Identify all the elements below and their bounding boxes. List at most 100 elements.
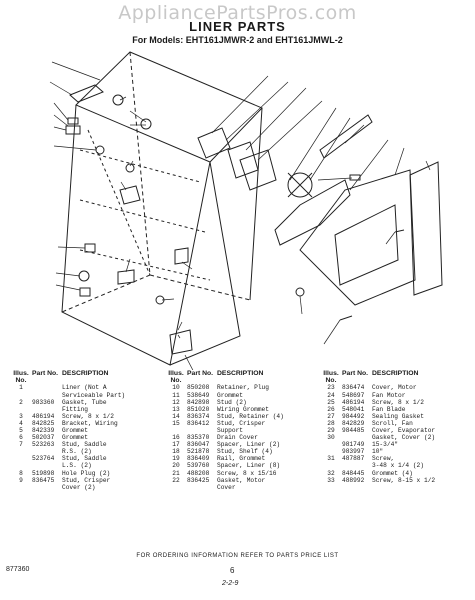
illus-no [10,448,32,455]
illus-no: 33 [327,476,335,484]
part-no: 850208 [187,384,210,392]
part-rail-grommet [169,329,193,355]
description: L.S. (2) [62,462,92,470]
ordering-note: FOR ORDERING INFORMATION REFER TO PARTS … [136,553,339,559]
description: Stud, Crisper [217,419,266,427]
description: Hole Plug (2) [62,469,111,477]
description: Stud (2) [217,398,247,406]
illus-no [165,427,187,434]
hdr-part: Part No. [187,370,214,377]
part-screw-3 [67,117,79,125]
hdr-part: Part No. [342,370,369,377]
watermark: AppliancePartsPros.com [118,2,357,24]
hdr-illus: Illus. No. [168,370,184,385]
illus-no: 9 [19,476,23,484]
illus-no: 15 [172,419,180,427]
illus-no: 14 [172,412,180,420]
part-stud-retainer [119,185,141,205]
description: Screw, 8 x 1/2 [372,398,424,406]
description: Stud, Retainer (4) [217,412,284,420]
illus-no: 12 [172,398,180,406]
description: 3-48 x 1/4 (2) [372,462,424,470]
part-fan-blade [287,172,313,198]
description: Screw, [372,455,395,463]
hdr-illus: Illus. No. [13,370,29,385]
description: 10" [372,448,384,456]
illus-no: 20 [172,462,180,470]
part-no [342,462,372,469]
part-grommet-6 [95,145,105,155]
illus-no [10,455,32,462]
table-row: 12 842898 Stud (2) [165,399,285,406]
part-retainer-plug [112,94,124,106]
part-scroll-fan [274,179,351,246]
illus-no: 24 [327,391,335,399]
part-no: 539760 [187,462,210,470]
description: Bracket, Wiring [62,419,118,427]
part-no: 486194 [32,412,55,420]
hdr-part: Part No. [32,370,59,377]
description: Support [217,426,243,434]
illus-no: 10 [172,384,180,392]
description: Stud, Saddle [62,441,107,449]
description: Grommet (4) [372,469,413,477]
illus-no [10,406,32,413]
description: Gasket, Tube [62,398,107,406]
description: Gasket, Cover (2) [372,434,436,442]
part-no [187,484,217,491]
part-no: 842898 [187,398,210,406]
illus-no [10,484,32,491]
exploded-parts-diagram: 1 [49,51,443,370]
illus-no: 8 [19,469,23,477]
part-cover-motor [227,141,259,179]
illus-no: 30 [327,434,335,442]
print-date: 2-2-9 [222,580,239,587]
table-row: Cover (2) [10,484,130,491]
illus-no: 13 [172,405,180,413]
part-no: 502037 [32,434,55,442]
part-no: 984492 [342,412,365,420]
description: Screw, 8 x 1/2 [62,412,114,420]
illus-no: 29 [327,426,335,434]
illus-no: 27 [327,412,335,420]
illus-no: 7 [19,441,23,449]
hdr-illus: Illus. No. [323,370,339,385]
description: Scroll, Fan [372,419,413,427]
models-subtitle: For Models: EHT161JMWR-2 and EHT161JMWL-… [132,35,343,45]
description: Liner (Not A [62,384,107,392]
description: Cover, Motor [372,384,417,392]
illus-no [320,441,342,448]
leader-lines [49,61,431,370]
part-no [32,462,62,469]
description: Fan Motor [372,391,406,399]
illus-no: 31 [327,455,335,463]
table-row: 30 Gasket, Cover (2) [320,434,440,441]
part-no: 836374 [187,412,210,420]
part-no: 836474 [342,384,365,392]
illus-no [320,462,342,469]
table-row: Cover [165,484,285,491]
description: Stud, Crisper [62,476,111,484]
part-no: 851020 [187,405,210,413]
part-no [32,392,62,399]
part-stud-crisper-support [117,269,135,285]
part-no: 981749 [342,441,365,449]
